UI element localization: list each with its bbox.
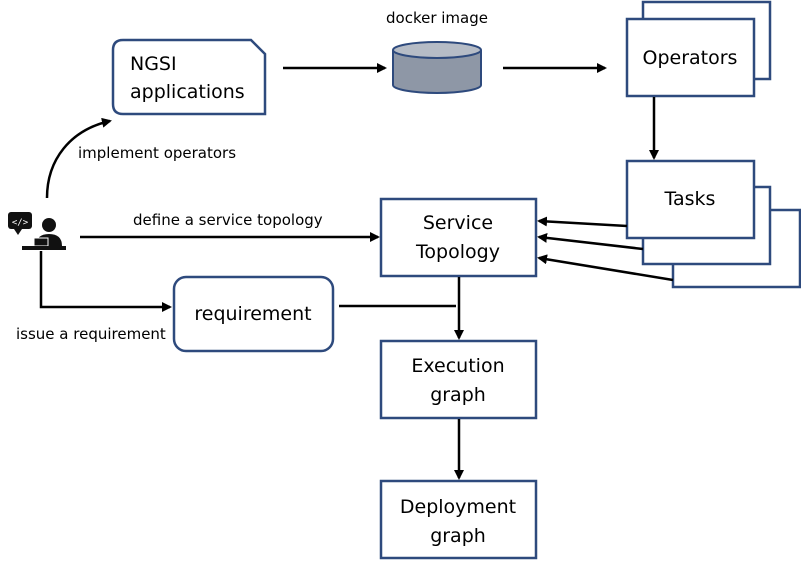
requirement-node: requirement	[172, 275, 335, 353]
deployment-graph-line1: Deployment	[400, 496, 516, 518]
code-bubble-text: </>	[12, 218, 29, 228]
edge-issue-requirement	[39, 251, 172, 312]
operators-label: Operators	[643, 47, 738, 69]
tasks-label: Tasks	[664, 188, 716, 210]
operators-node: Operators	[625, 0, 772, 98]
edge-define-label: define a service topology	[133, 211, 323, 229]
service-topology-line2: Topology	[415, 241, 500, 263]
docker-image-node: docker image	[386, 9, 488, 94]
tasks-node: Tasks	[625, 159, 801, 289]
edge-issue-label: issue a requirement	[16, 325, 166, 343]
service-topology-node: Service Topology	[379, 197, 538, 278]
edge-task2-to-topology	[537, 232, 644, 251]
execution-graph-node: Execution graph	[379, 339, 538, 420]
ngsi-applications-node: NGSI applications	[111, 38, 267, 116]
developer-user-icon: </>	[8, 212, 66, 250]
ngsi-label-line2: applications	[130, 81, 245, 103]
requirement-label: requirement	[194, 303, 311, 325]
edge-implement-operators	[45, 117, 112, 199]
edge-task3-to-topology	[537, 254, 674, 282]
ngsi-label-line1: NGSI	[130, 53, 177, 75]
execution-graph-line1: Execution	[411, 355, 504, 377]
deployment-graph-node: Deployment graph	[379, 479, 538, 560]
deployment-graph-line2: graph	[430, 525, 486, 547]
edge-task1-to-topology	[537, 216, 628, 228]
edge-implement-label: implement operators	[78, 144, 236, 162]
execution-graph-line2: graph	[430, 384, 486, 406]
service-topology-line1: Service	[423, 212, 493, 234]
docker-image-label: docker image	[386, 9, 488, 27]
